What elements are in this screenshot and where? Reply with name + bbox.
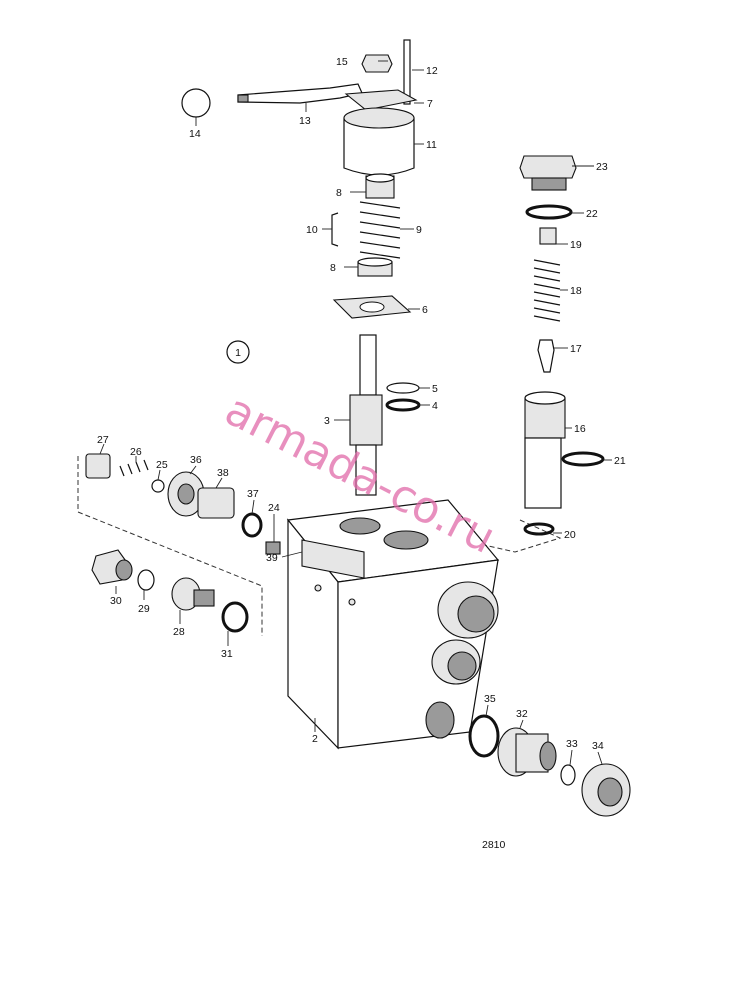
callout-6: 6: [422, 304, 428, 316]
callout-5: 5: [432, 383, 438, 395]
callout-26: 26: [130, 446, 142, 458]
part-38-adapter: [197, 487, 235, 519]
callout-14: 14: [189, 128, 201, 140]
callout-33: 33: [566, 738, 578, 750]
part-25-ball: [151, 479, 165, 493]
part-36-fitting: [167, 471, 205, 517]
callout-25: 25: [156, 459, 168, 471]
callout-15: 15: [336, 56, 348, 68]
part-23-cap: [519, 155, 577, 191]
callout-23: 23: [596, 161, 608, 173]
part-34-nut: [581, 763, 631, 817]
callout-35: 35: [484, 693, 496, 705]
callout-8-upper: 8: [336, 187, 342, 199]
callout-4: 4: [432, 400, 438, 412]
part-8-lower-sleeve: [357, 257, 393, 277]
callout-32: 32: [516, 708, 528, 720]
part-18-spring: [533, 259, 561, 322]
callout-20: 20: [564, 529, 576, 541]
callout-34: 34: [592, 740, 604, 752]
part-31-washer: [221, 601, 249, 633]
callout-30: 30: [110, 595, 122, 607]
leader-lines: [99, 60, 612, 766]
part-6-flange: [332, 295, 412, 319]
callout-22: 22: [586, 208, 598, 220]
callout-labels: 15 12 7 13 14 11 8 10 9 8 6 5 4 3 23 22 …: [97, 56, 626, 752]
callout-10: 10: [306, 224, 318, 236]
callout-37: 37: [247, 488, 259, 500]
part-24-plug: [265, 541, 281, 555]
part-5-ring: [386, 382, 420, 394]
body-fitting-middle: [431, 639, 481, 685]
callout-11: 11: [426, 139, 437, 151]
part-37-o-ring: [241, 512, 263, 538]
part-11-housing: [343, 107, 415, 176]
part-22-o-ring: [525, 204, 573, 220]
group-marker-circle: [226, 340, 250, 364]
part-14-knob: [181, 88, 211, 118]
figure-number: 2810: [482, 839, 506, 851]
callout-13: 13: [299, 115, 311, 127]
group-marker-label: 1: [235, 347, 241, 359]
callout-19: 19: [570, 239, 582, 251]
callout-18: 18: [570, 285, 582, 297]
callout-12: 12: [426, 65, 438, 77]
callout-21: 21: [614, 455, 626, 467]
assembly-dashed-outline-right: [461, 519, 562, 553]
part-27-sleeve: [85, 453, 111, 479]
part-7-plate: [344, 89, 418, 111]
part-39-label-plate: [301, 539, 365, 579]
part-35-washer: [468, 714, 500, 758]
callout-7: 7: [427, 98, 433, 110]
part-17-pin: [537, 339, 555, 373]
part-15-nut: [361, 54, 393, 73]
callout-38: 38: [217, 467, 229, 479]
body-fitting-upper: [437, 581, 499, 639]
callout-2: 2: [312, 733, 318, 745]
callout-3: 3: [324, 415, 330, 427]
callout-31: 31: [221, 648, 233, 660]
callout-39: 39: [266, 552, 278, 564]
callout-24: 24: [268, 502, 280, 514]
part-4-o-ring: [385, 398, 421, 412]
part-12-pin: [403, 39, 411, 105]
callout-28: 28: [173, 626, 185, 638]
callout-36: 36: [190, 454, 202, 466]
part-29-ring: [137, 569, 155, 591]
part-26-spring: [119, 459, 149, 477]
part-13-lever: [237, 83, 363, 104]
part-30-nut: [91, 549, 133, 585]
part-3-shaft: [349, 334, 383, 496]
part-32-union: [497, 727, 557, 777]
callout-29: 29: [138, 603, 150, 615]
part-28-fitting: [171, 577, 215, 611]
callout-27: 27: [97, 434, 109, 446]
callout-16: 16: [574, 423, 586, 435]
part-21-o-ring: [561, 451, 605, 467]
part-33-ring: [560, 764, 576, 786]
callout-9: 9: [416, 224, 422, 236]
part-10-clip: [331, 212, 339, 247]
callout-8-lower: 8: [330, 262, 336, 274]
part-16-cartridge: [524, 391, 566, 509]
part-20-o-ring: [523, 522, 555, 536]
part-19-poppet: [539, 227, 557, 245]
callout-17: 17: [570, 343, 582, 355]
assembly-dashed-outline-left: [77, 456, 263, 636]
part-8-upper-sleeve: [365, 173, 395, 199]
part-9-spring: [359, 201, 401, 259]
